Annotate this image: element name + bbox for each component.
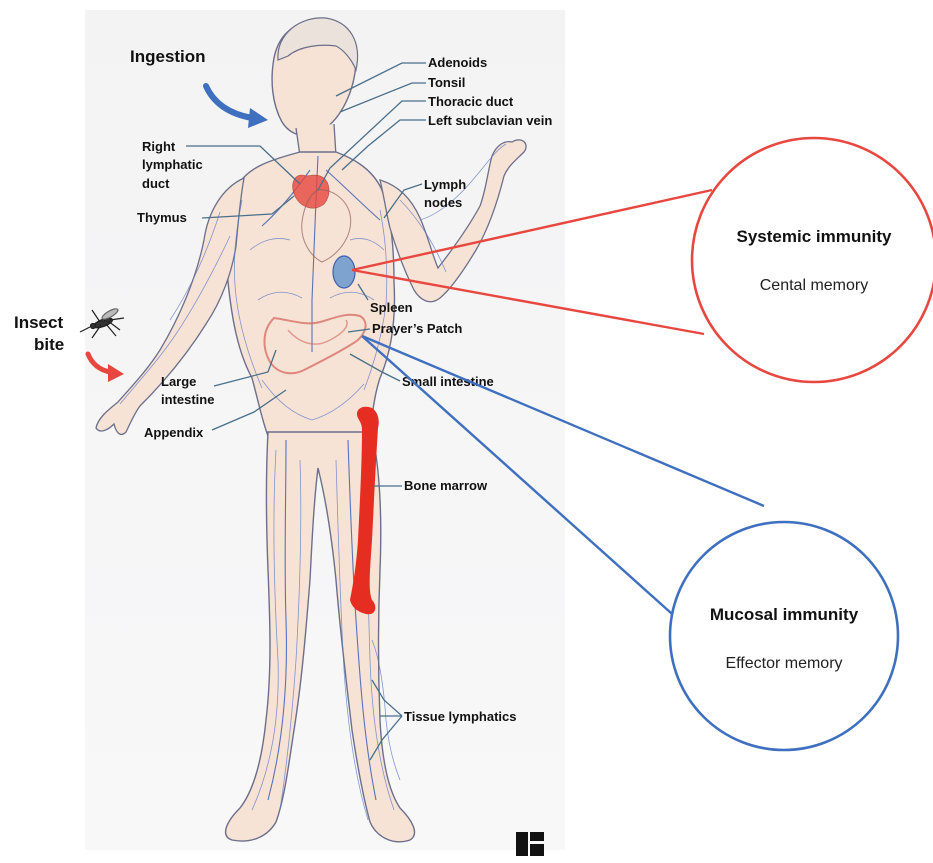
spleen-organ	[333, 256, 355, 288]
systemic-immunity-subtitle: Cental memory	[760, 277, 868, 294]
tonsil-label: Tonsil	[428, 75, 465, 90]
right-lymphatic-duct-label-line1: Right	[142, 139, 176, 154]
right-lymphatic-duct-label-line3: duct	[142, 176, 170, 191]
bone-marrow-label: Bone marrow	[404, 478, 488, 493]
bite-label: bite	[34, 335, 64, 354]
lymph-nodes-label-line2: nodes	[424, 195, 462, 210]
thymus-label: Thymus	[137, 210, 187, 225]
left-subclavian-vein-label: Left subclavian vein	[428, 113, 552, 128]
ingestion-label: Ingestion	[130, 47, 206, 66]
appendix-label: Appendix	[144, 425, 204, 440]
lymph-nodes-label-line1: Lymph	[424, 177, 466, 192]
right-lymphatic-duct-label-line2: lymphatic	[142, 157, 203, 172]
prayers-patch-label: Prayer’s Patch	[372, 321, 462, 336]
insect-label: Insect	[14, 313, 63, 332]
systemic-immunity-title: Systemic immunity	[737, 227, 892, 246]
adenoids-label: Adenoids	[428, 55, 487, 70]
spleen-label: Spleen	[370, 300, 413, 315]
large-intestine-label-line2: intestine	[161, 392, 214, 407]
thoracic-duct-label: Thoracic duct	[428, 94, 514, 109]
systemic-immunity-circle	[692, 138, 933, 382]
mucosal-immunity-circle	[670, 522, 898, 750]
mucosal-immunity-subtitle: Effector memory	[725, 655, 842, 672]
mucosal-immunity-title: Mucosal immunity	[710, 605, 859, 624]
publisher-logo-icon	[516, 832, 544, 856]
large-intestine-label-line1: Large	[161, 374, 196, 389]
tissue-lymphatics-label: Tissue lymphatics	[404, 709, 516, 724]
